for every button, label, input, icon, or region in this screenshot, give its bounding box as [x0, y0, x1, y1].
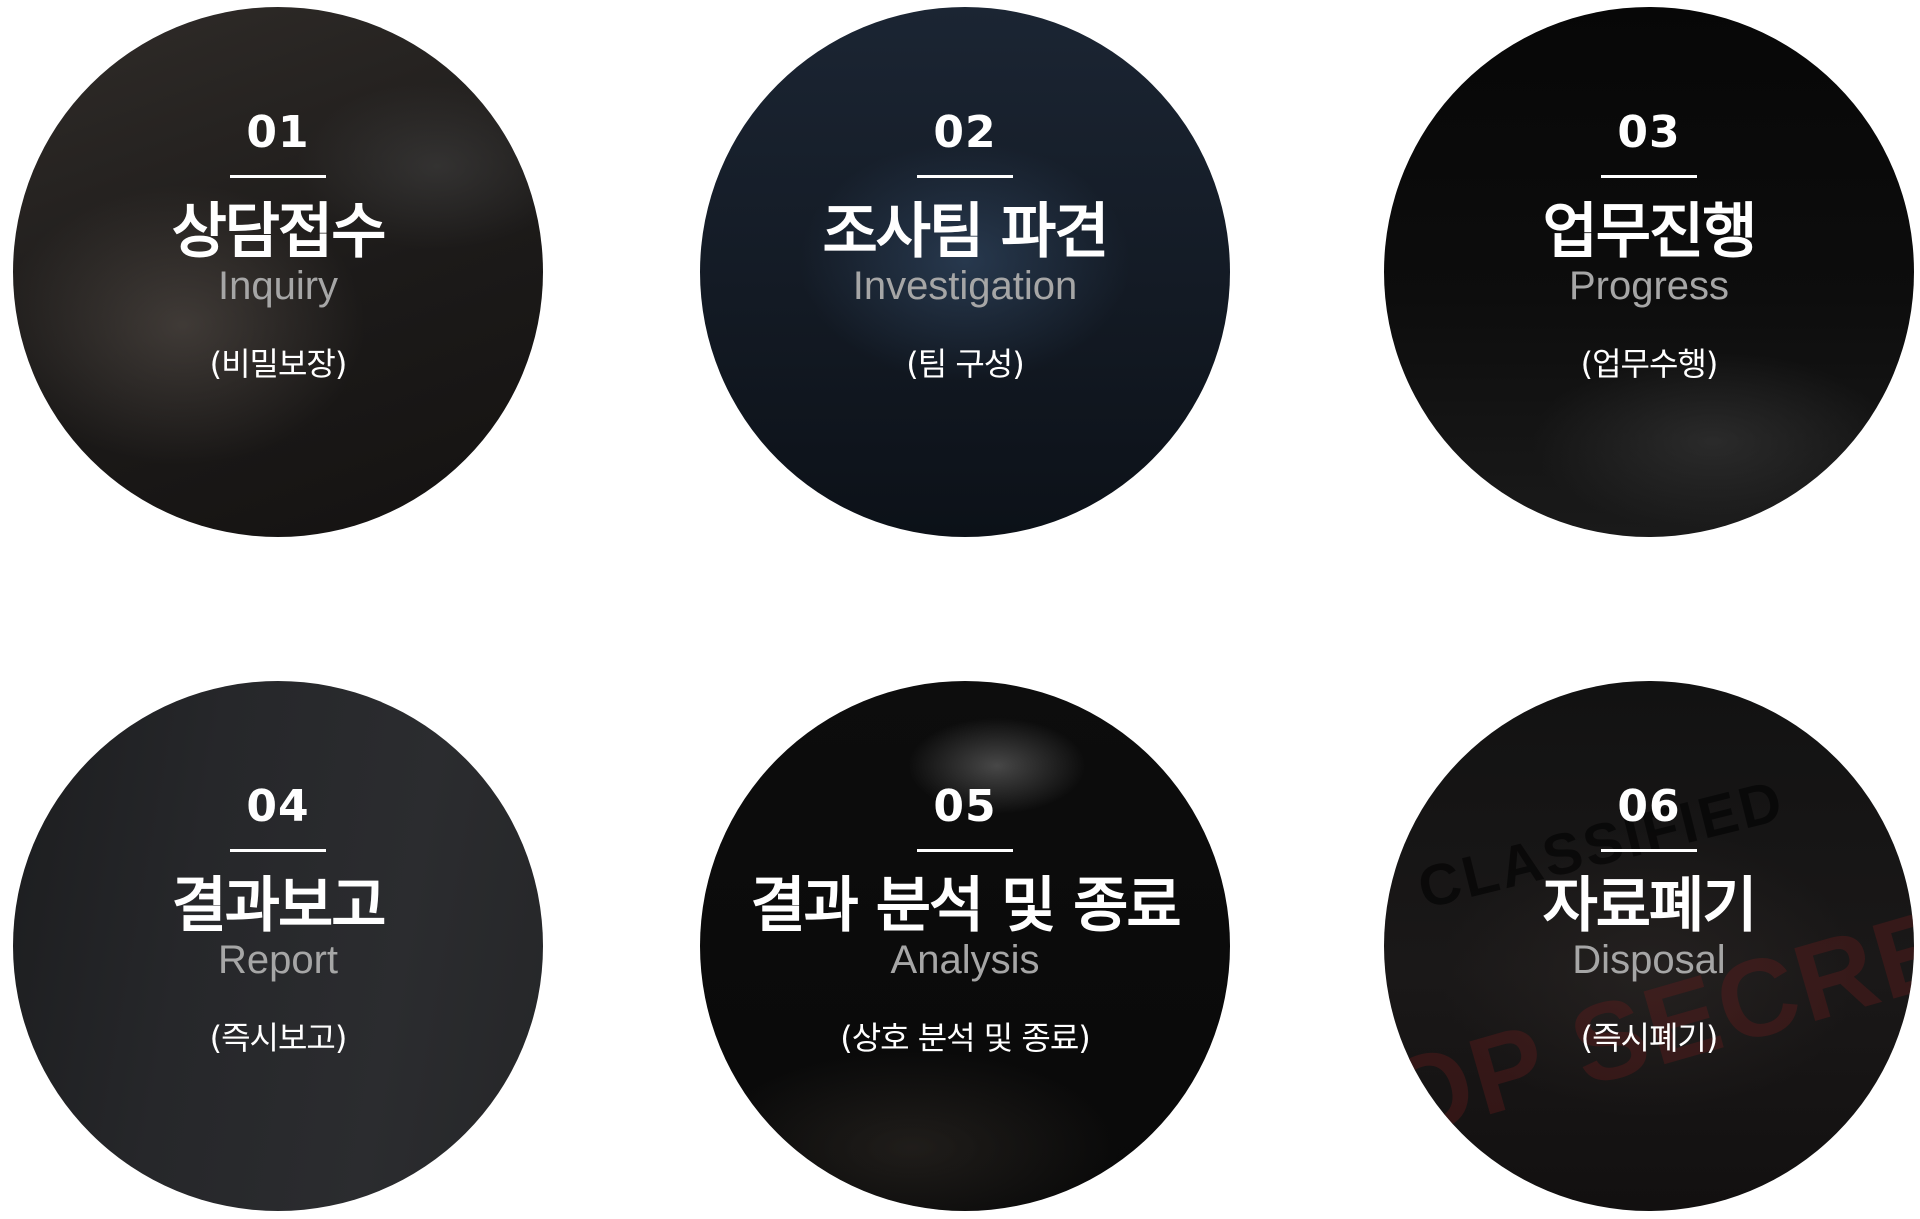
step-note: (즉시보고) [209, 1019, 348, 1057]
step-card-inquiry: 01 상담접수 Inquiry (비밀보장) [13, 7, 543, 537]
step-divider [917, 175, 1013, 178]
step-number: 01 [246, 107, 310, 158]
step-content: 01 상담접수 Inquiry (비밀보장) [13, 7, 543, 383]
step-title-english: Analysis [890, 938, 1040, 982]
step-title-english: Disposal [1572, 938, 1726, 982]
step-number: 02 [933, 107, 997, 158]
step-number: 06 [1617, 781, 1681, 832]
step-divider [1601, 175, 1697, 178]
step-card-disposal: CLASSIFIED OP SECRET 06 자료폐기 Disposal (즉… [1384, 681, 1914, 1211]
step-content: 05 결과 분석 및 종료 Analysis (상호 분석 및 종료) [700, 681, 1230, 1057]
step-title-korean: 자료폐기 [1542, 871, 1758, 941]
step-title-english: Investigation [852, 264, 1078, 308]
step-divider [1601, 849, 1697, 852]
step-note: (즉시폐기) [1580, 1019, 1719, 1057]
step-content: 03 업무진행 Progress (업무수행) [1384, 7, 1914, 383]
step-title-korean: 업무진행 [1542, 197, 1758, 267]
step-title-korean: 결과 분석 및 종료 [750, 871, 1181, 941]
step-content: 04 결과보고 Report (즉시보고) [13, 681, 543, 1057]
step-content: 02 조사팀 파견 Investigation (팀 구성) [700, 7, 1230, 383]
step-note: (업무수행) [1580, 345, 1719, 383]
step-title-korean: 조사팀 파견 [822, 197, 1110, 267]
step-card-investigation: 02 조사팀 파견 Investigation (팀 구성) [700, 7, 1230, 537]
step-note: (팀 구성) [906, 345, 1024, 383]
step-title-english: Inquiry [217, 264, 339, 308]
step-divider [230, 849, 326, 852]
step-title-korean: 결과보고 [171, 871, 387, 941]
step-divider [230, 175, 326, 178]
step-content: 06 자료폐기 Disposal (즉시폐기) [1384, 681, 1914, 1057]
step-card-progress: 03 업무진행 Progress (업무수행) [1384, 7, 1914, 537]
step-title-korean: 상담접수 [171, 197, 387, 267]
step-number: 03 [1617, 107, 1681, 158]
step-note: (상호 분석 및 종료) [840, 1019, 1091, 1057]
step-number: 04 [246, 781, 310, 832]
step-card-report: 04 결과보고 Report (즉시보고) [13, 681, 543, 1211]
step-title-english: Progress [1568, 264, 1730, 308]
step-card-analysis: 05 결과 분석 및 종료 Analysis (상호 분석 및 종료) [700, 681, 1230, 1211]
step-number: 05 [933, 781, 997, 832]
step-title-english: Report [217, 938, 339, 982]
step-divider [917, 849, 1013, 852]
step-note: (비밀보장) [209, 345, 348, 383]
